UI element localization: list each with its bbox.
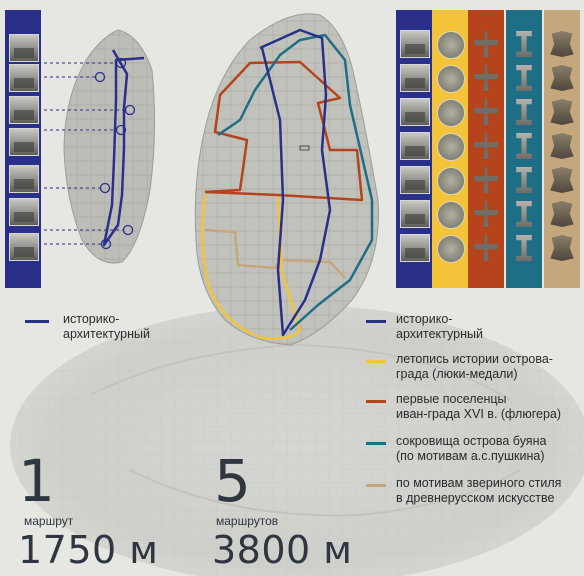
beast-ornament-icon xyxy=(550,201,574,227)
distance-left: 1750 м xyxy=(18,528,159,572)
legend-swatch xyxy=(366,442,386,445)
legend-swatch xyxy=(366,484,386,487)
photo-thumbnail-icon xyxy=(400,200,430,228)
legend-swatch-navy xyxy=(25,320,49,323)
legend-item: сокровища острова буяна (по мотивам а.с.… xyxy=(366,434,546,464)
legend-label: сокровища острова буяна (по мотивам а.с.… xyxy=(396,434,547,463)
aerial-island xyxy=(10,305,584,576)
beast-ornament-icon xyxy=(550,65,574,91)
photo-thumbnail-icon xyxy=(9,34,39,62)
route-count-left: 1 xyxy=(18,447,55,515)
legend-label: историко- архитектурный xyxy=(396,312,483,341)
legend-item: по мотивам звериного стиля в древнерусск… xyxy=(366,476,561,506)
photo-thumbnail-icon xyxy=(400,166,430,194)
beast-ornament-icon xyxy=(550,133,574,159)
route-unit-left: маршрут xyxy=(24,514,74,528)
photo-thumbnail-icon xyxy=(400,64,430,92)
medal-icon xyxy=(437,99,465,127)
legend-label: первые поселенцы иван-града XVI в. (флюг… xyxy=(396,392,562,421)
legend-swatch xyxy=(366,360,386,363)
legend-item: первые поселенцы иван-града XVI в. (флюг… xyxy=(366,392,561,422)
left-legend: историко- архитектурный xyxy=(25,312,150,342)
medal-icon xyxy=(437,65,465,93)
route-count-right: 5 xyxy=(214,447,251,515)
photo-thumbnail-icon xyxy=(9,198,39,226)
photo-thumbnail-icon xyxy=(9,233,39,261)
legend-label: по мотивам звериного стиля в древнерусск… xyxy=(396,476,562,505)
photo-thumbnail-icon xyxy=(400,132,430,160)
left-legend-label: историко- архитектурный xyxy=(63,312,150,341)
legend-item: историко- архитектурный xyxy=(366,312,483,342)
photo-thumbnail-icon xyxy=(400,234,430,262)
small-island-map xyxy=(38,29,156,264)
medal-icon xyxy=(437,167,465,195)
beast-ornament-icon xyxy=(550,167,574,193)
photo-thumbnail-icon xyxy=(9,64,39,92)
photo-thumbnail-icon xyxy=(400,98,430,126)
photo-thumbnail-icon xyxy=(9,165,39,193)
medal-icon xyxy=(437,201,465,229)
beast-ornament-icon xyxy=(550,99,574,125)
medal-icon xyxy=(437,235,465,263)
photo-thumbnail-icon xyxy=(400,30,430,58)
legend-item: летопись истории острова- града (люки-ме… xyxy=(366,352,553,382)
medal-icon xyxy=(437,133,465,161)
distance-right: 3800 м xyxy=(212,528,353,572)
photo-thumbnail-icon xyxy=(9,96,39,124)
legend-label: летопись истории острова- града (люки-ме… xyxy=(396,352,553,381)
route-unit-right: маршрутов xyxy=(216,514,279,528)
photo-thumbnail-icon xyxy=(9,128,39,156)
medal-icon xyxy=(437,31,465,59)
legend-swatch xyxy=(366,320,386,323)
main-island-map xyxy=(194,13,379,346)
legend-swatch xyxy=(366,400,386,403)
beast-ornament-icon xyxy=(550,31,574,57)
beast-ornament-icon xyxy=(550,235,574,261)
